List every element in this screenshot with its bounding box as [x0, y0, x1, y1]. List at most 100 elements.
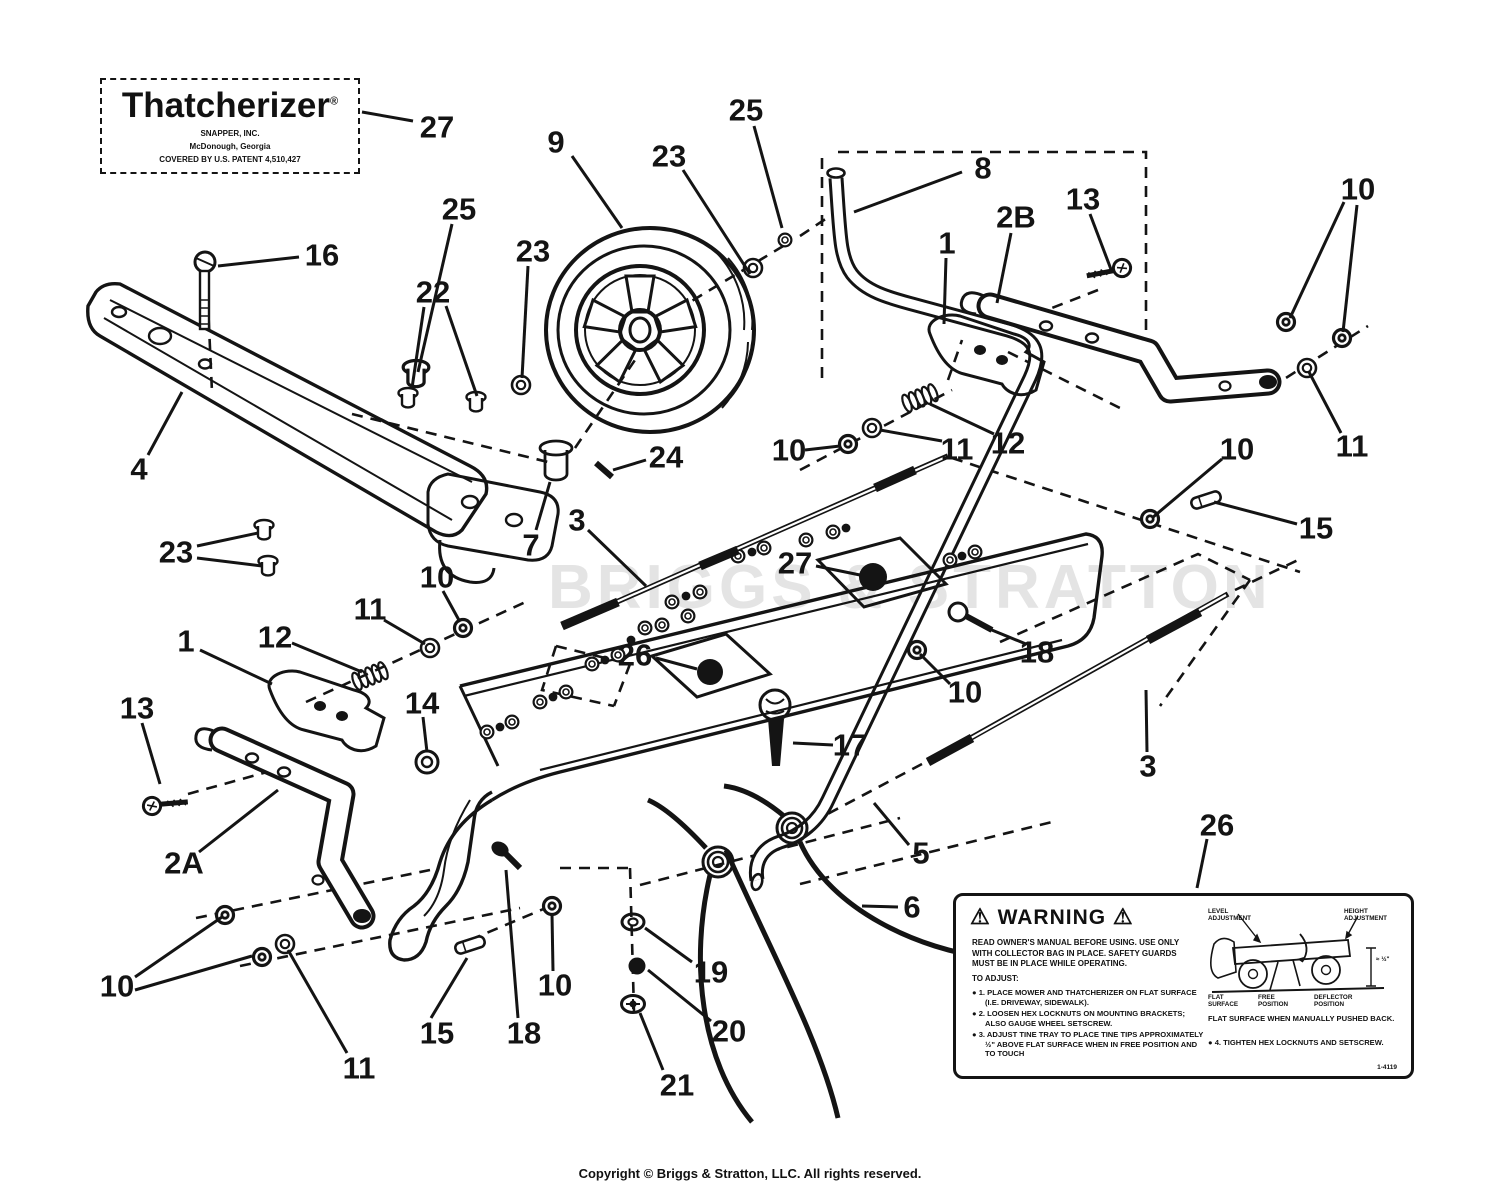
callout-leader-line [981, 624, 1027, 646]
callout-number-3: 3 [1139, 749, 1156, 784]
callout-leader-line [853, 170, 963, 214]
callout-number-23: 23 [516, 234, 550, 269]
callout-leader-line [550, 913, 555, 972]
callout-leader-line [1341, 204, 1359, 333]
callout-leader-line [918, 652, 952, 686]
callout-number-9: 9 [547, 125, 564, 160]
warning-step: ● 2. LOOSEN HEX LOCKNUTS ON MOUNTING BRA… [972, 1009, 1185, 1028]
warning-decal: ⚠ WARNING ⚠ READ OWNER'S MANUAL BEFORE U… [953, 893, 1414, 1079]
callout-number-4: 4 [130, 452, 148, 487]
callout-leader-line [1088, 213, 1114, 273]
registered-mark-icon: ® [330, 95, 339, 108]
adjustment-mini-diagram [1210, 913, 1385, 993]
callout-number-25: 25 [442, 192, 476, 227]
callout-leader-line [815, 564, 861, 577]
callout-number-20: 20 [712, 1014, 746, 1049]
callout-leader-line [942, 257, 948, 325]
callout-number-11: 11 [1336, 429, 1369, 464]
warning-icon: ⚠ [970, 904, 991, 929]
callout-leader-line [586, 528, 648, 588]
callout-leader-line [196, 531, 259, 548]
callout-leader-line [199, 648, 273, 686]
assembly-dashed-lines [187, 150, 1369, 1013]
screw-part17 [758, 688, 792, 766]
warning-steps: ● 1. PLACE MOWER AND THATCHERIZER ON FLA… [972, 988, 1204, 1061]
mounting-bracket-part2A [194, 726, 376, 930]
callout-leader-line [429, 957, 469, 1019]
callout-leader-line [421, 716, 429, 753]
callout-leader-line [286, 949, 349, 1054]
callout-leader-line [872, 802, 911, 846]
bushings-caps-22-23-24-25 [253, 232, 793, 577]
callout-leader-line [1151, 457, 1223, 520]
fasteners-19-20-21 [620, 912, 646, 1014]
callout-number-27: 27 [420, 110, 454, 145]
diagram-label-free: FREE POSITION [1258, 994, 1289, 1008]
callout-leader-line [1307, 371, 1343, 434]
callout-number-25: 25 [729, 93, 763, 128]
tine-rod-part3-lower [925, 591, 1230, 766]
callout-number-10: 10 [1220, 432, 1254, 467]
callout-number-27: 27 [778, 546, 812, 581]
callout-number-18: 18 [1020, 635, 1054, 670]
callout-number-7: 7 [522, 528, 539, 563]
callout-number-8: 8 [974, 151, 991, 186]
warning-icon: ⚠ [1112, 904, 1134, 929]
diagram-label-height: HEIGHT ADJUSTMENT [1344, 908, 1388, 922]
tine-tray-part5 [388, 532, 1104, 962]
callout-number-2B: 2B [996, 200, 1036, 235]
callout-leader-line [647, 968, 712, 1023]
product-city: McDonough, Georgia [189, 142, 271, 151]
callout-leader-line [361, 110, 414, 123]
callout-leader-line [1213, 500, 1298, 526]
product-maker: SNAPPER, INC. [200, 129, 260, 138]
callout-leader-line [134, 915, 223, 979]
callout-number-26: 26 [1200, 808, 1234, 843]
callout-leader-line [1195, 838, 1209, 889]
callout-number-11: 11 [941, 432, 974, 467]
locknuts-part10 [214, 311, 1353, 968]
callout-number-22: 22 [416, 275, 450, 310]
callout-leader-line [291, 641, 363, 674]
callout-leader-line [444, 305, 479, 397]
callout-number-13: 13 [1066, 182, 1100, 217]
copyright-line: Copyright © Briggs & Stratton, LLC. All … [578, 1166, 922, 1181]
pins-part15 [452, 488, 1224, 957]
callout-leader-line [644, 926, 693, 964]
warning-paragraph: READ OWNER'S MANUAL BEFORE USING. USE ON… [972, 938, 1180, 968]
warning-title-text: WARNING [997, 906, 1107, 929]
callout-number-19: 19 [694, 955, 728, 990]
callout-number-10: 10 [772, 433, 806, 468]
callout-number-17: 17 [833, 728, 867, 763]
callout-number-10: 10 [100, 969, 134, 1004]
callout-number-2A: 2A [164, 846, 204, 881]
diagram-label-dimension: ≈ ½" [1376, 956, 1390, 963]
callout-number-10: 10 [538, 968, 572, 1003]
tine-rod-part3-upper [560, 453, 950, 631]
callout-number-10: 10 [420, 560, 454, 595]
product-label-box: Thatcherizer® SNAPPER, INC. McDonough, G… [100, 78, 360, 174]
callout-leader-line [441, 590, 462, 623]
gauge-wheel-part9 [544, 226, 756, 434]
latch-plate-part1-right [927, 313, 1046, 397]
callout-number-5: 5 [912, 836, 929, 871]
callout-number-23: 23 [652, 139, 686, 174]
callout-number-23: 23 [159, 535, 193, 570]
callout-number-10: 10 [1341, 172, 1375, 207]
carriage-bolt-part16 [193, 250, 217, 331]
mounting-bar-part4 [86, 281, 560, 584]
callout-leader-line [929, 402, 995, 436]
warning-title: ⚠ WARNING ⚠ [970, 904, 1134, 930]
callout-leader-line [655, 656, 698, 671]
callout-number-15: 15 [420, 1016, 454, 1051]
latch-plate-part1-left [267, 669, 386, 753]
callout-leader-line [504, 869, 520, 1019]
hex-bolts-part13 [141, 252, 1134, 823]
flanged-bushing-part7 [538, 439, 574, 482]
callout-number-11: 11 [343, 1051, 376, 1086]
callout-number-18: 18 [507, 1016, 541, 1051]
callout-leader-line [1288, 201, 1346, 319]
